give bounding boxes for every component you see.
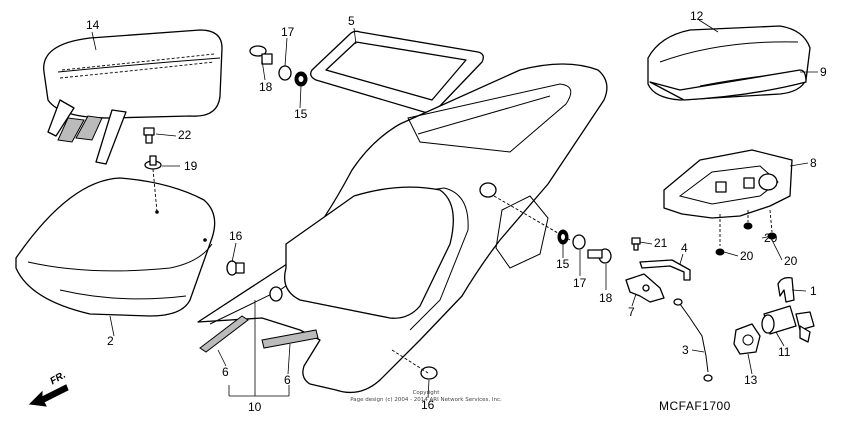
tray-part-8 <box>663 149 793 246</box>
rear-cowl-part-10 <box>197 63 608 394</box>
collar-part-17-top <box>278 65 292 81</box>
callout-20: 20 <box>740 249 754 263</box>
callout-18: 18 <box>259 80 273 94</box>
bolt-part-22 <box>143 127 155 144</box>
callout-6: 6 <box>222 365 229 379</box>
diagram-code: MCFAF1700 <box>659 399 731 413</box>
tape-part-6 <box>199 315 319 353</box>
callout-9: 9 <box>820 65 827 79</box>
callout-13: 13 <box>744 373 758 387</box>
callout-17: 17 <box>573 276 587 290</box>
grommet-part-15-right <box>557 229 569 245</box>
callout-17: 17 <box>281 25 295 39</box>
latch-part-7 <box>625 273 665 303</box>
callout-7: 7 <box>628 305 635 319</box>
callout-22: 22 <box>178 128 192 142</box>
grommet-part-15-top <box>294 71 308 87</box>
callout-18: 18 <box>599 291 613 305</box>
cable-part-3 <box>673 298 713 382</box>
callout-8: 8 <box>810 156 817 170</box>
callout-15: 15 <box>556 257 570 271</box>
callout-20: 20 <box>764 231 778 245</box>
callout-5: 5 <box>348 14 355 28</box>
callout-14: 14 <box>86 18 100 32</box>
front-direction-arrow-icon <box>28 384 69 407</box>
copyright-line-2: Page design (c) 2004 - 2014 ARI Network … <box>350 396 502 403</box>
bolt-part-16-left <box>226 260 245 276</box>
callout-11: 11 <box>778 345 791 359</box>
collar-part-19 <box>144 155 162 213</box>
callout-20: 20 <box>784 254 798 268</box>
leader-lines <box>91 19 818 399</box>
bracket-part-4 <box>639 259 691 281</box>
copyright-notice: Copyright Page design (c) 2004 - 2014 AR… <box>336 390 516 404</box>
callout-16: 16 <box>229 229 243 243</box>
callout-10: 10 <box>248 400 262 414</box>
main-seat-part-2 <box>15 177 216 317</box>
callout-19: 19 <box>184 159 198 173</box>
bolt-part-18-right <box>587 248 612 264</box>
bolt-part-18-top <box>249 45 273 65</box>
callout-6: 6 <box>284 373 291 387</box>
seal-part-9 <box>649 69 807 101</box>
lock-part-11 <box>761 305 815 343</box>
bolt-part-16-bottom <box>391 349 438 380</box>
collar-part-17-right <box>572 234 586 250</box>
holder-part-13 <box>733 323 761 355</box>
copyright-line-1: Copyright <box>412 390 440 396</box>
seat-cowl-part-14 <box>43 29 223 165</box>
bolt-part-20 <box>715 222 777 256</box>
callout-21: 21 <box>654 236 668 250</box>
callout-2: 2 <box>107 334 114 348</box>
clip-part-1 <box>777 276 795 303</box>
seal-part-5 <box>310 30 484 114</box>
callout-16: 16 <box>421 398 435 412</box>
callout-1: 1 <box>810 284 817 298</box>
bolt-part-21 <box>631 237 641 251</box>
callout-15: 15 <box>294 107 308 121</box>
callout-3: 3 <box>682 343 689 357</box>
callout-12: 12 <box>690 9 704 23</box>
callout-4: 4 <box>681 241 688 255</box>
